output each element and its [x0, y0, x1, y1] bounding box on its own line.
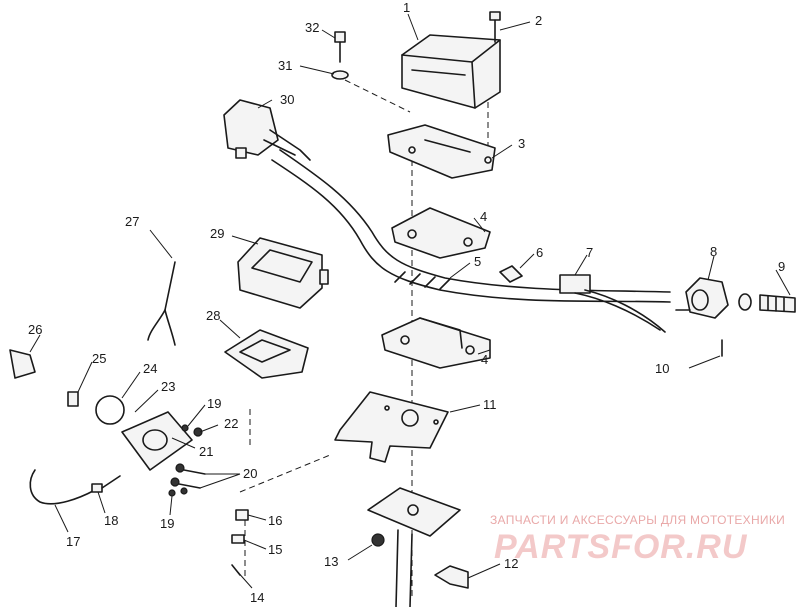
- callout-22: 22: [224, 416, 238, 431]
- hose-clamp: [434, 565, 469, 589]
- callout-labels: 1 2 32 31 30 3 4 5 6 7 8 9 10 4 11 12 13…: [28, 0, 785, 605]
- callout-20: 20: [243, 466, 257, 481]
- callout-3: 3: [518, 136, 525, 151]
- watermark-caption: ЗАПЧАСТИ И АКСЕССУАРЫ ДЛЯ МОТОТЕХНИКИ: [490, 513, 785, 527]
- nut-22: [193, 427, 203, 437]
- callout-7: 7: [586, 245, 593, 260]
- nut-13: [371, 533, 385, 547]
- handlebar-pad: [401, 34, 501, 109]
- switch-housing: [223, 99, 311, 161]
- grip-sleeve: [499, 265, 523, 283]
- callout-16: 16: [268, 513, 282, 528]
- callout-31: 31: [278, 58, 292, 73]
- callout-2: 2: [535, 13, 542, 28]
- washer-31: [331, 70, 349, 80]
- callout-21: 21: [199, 444, 213, 459]
- washer-19-top: [181, 424, 189, 432]
- callout-32: 32: [305, 20, 319, 35]
- callout-13: 13: [324, 554, 338, 569]
- callout-14: 14: [250, 590, 264, 605]
- screw-25: [67, 391, 79, 407]
- light-housing: [121, 411, 193, 471]
- callout-9: 9: [778, 259, 785, 274]
- callout-27: 27: [125, 214, 139, 229]
- screw-32: [334, 31, 346, 63]
- watermark-logo: PARTSFOR.RU: [494, 528, 748, 566]
- speedometer-cable: [147, 261, 176, 346]
- speedometer-cover: [224, 329, 309, 379]
- brake-lever: [559, 274, 666, 333]
- callout-25: 25: [92, 351, 106, 366]
- leader-lines: [29, 13, 791, 589]
- callout-12: 12: [504, 556, 518, 571]
- screws-20: [170, 463, 206, 489]
- callout-29: 29: [210, 226, 224, 241]
- callout-5: 5: [474, 254, 481, 269]
- callout-19-bottom: 19: [160, 516, 174, 531]
- callout-24: 24: [143, 361, 157, 376]
- clip-15: [231, 534, 245, 544]
- throttle-housing: [675, 277, 729, 319]
- callout-28: 28: [206, 308, 220, 323]
- callout-10: 10: [655, 361, 669, 376]
- rubber-plug: [9, 349, 36, 379]
- callout-11: 11: [483, 397, 497, 412]
- clamp-bottom: [381, 317, 491, 369]
- callout-4-bottom: 4: [481, 352, 488, 367]
- callout-15: 15: [268, 542, 282, 557]
- callout-18: 18: [104, 513, 118, 528]
- callout-4-top: 4: [480, 209, 487, 224]
- hand-grip: [738, 293, 796, 313]
- callout-1: 1: [403, 0, 410, 15]
- speedometer: [237, 237, 329, 309]
- bulb-wiring: [29, 469, 121, 505]
- watermark: ЗАПЧАСТИ И АКСЕССУАРЫ ДЛЯ МОТОТЕХНИКИ PA…: [490, 513, 785, 566]
- callout-6: 6: [536, 245, 543, 260]
- washers-19-bottom: [168, 487, 188, 497]
- callout-17: 17: [66, 534, 80, 549]
- steering-post: [367, 487, 461, 607]
- callout-8: 8: [710, 244, 717, 259]
- mounting-bracket: [334, 391, 449, 463]
- lamp-ring: [95, 395, 125, 425]
- callout-30: 30: [280, 92, 294, 107]
- callout-23: 23: [161, 379, 175, 394]
- clamp-top: [391, 207, 491, 259]
- clamp-plate: [387, 124, 496, 179]
- clip-16: [235, 509, 249, 521]
- callout-26: 26: [28, 322, 42, 337]
- bolt-2: [489, 11, 501, 43]
- callout-19-top: 19: [207, 396, 221, 411]
